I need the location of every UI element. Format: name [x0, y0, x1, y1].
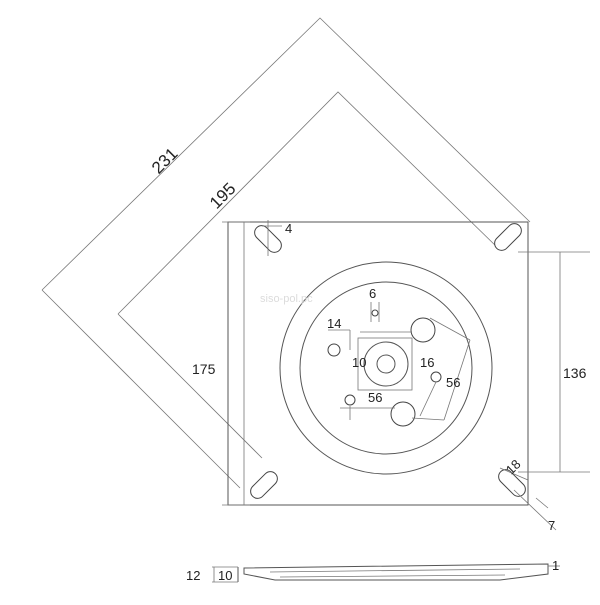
watermark: siso-pol.pc: [260, 293, 313, 305]
dim-label-56-bottom: 56: [368, 390, 382, 405]
dim-label-195: 195: [206, 179, 239, 212]
dim-label-4: 4: [285, 221, 292, 236]
dim-label-16: 16: [420, 355, 434, 370]
dim-label-7: 7: [548, 518, 555, 533]
hole-tiny-top: [371, 309, 379, 317]
slot-top-right: [494, 223, 522, 251]
slot-bottom-left: [250, 471, 278, 499]
dim-frame-195: [117, 91, 501, 315]
dim-label-12: 12: [186, 568, 200, 583]
dim-label-1: 1: [552, 558, 559, 573]
dim-56a-arm2: [443, 339, 471, 421]
profile-inner-line-2: [279, 574, 506, 578]
dim-frame-231: [41, 17, 531, 291]
dim-56a-inner: [419, 381, 437, 417]
dim-label-231: 231: [148, 144, 181, 177]
dim-frame-231-ext: [41, 289, 241, 489]
dim-label-10: 10: [352, 355, 366, 370]
dim-label-6: 6: [369, 286, 376, 301]
hub-center-hole: [376, 354, 396, 374]
dim-18-leader: [499, 467, 529, 481]
side-profile: [212, 563, 560, 583]
hole-large-top-right: [410, 317, 436, 343]
dim-label-10-profile: 10: [218, 568, 232, 583]
dim-7-leader: [513, 489, 557, 531]
slot-bottom-right: [498, 469, 526, 497]
hub-outer-circle: [363, 341, 409, 387]
dim-label-56-right: 56: [446, 375, 460, 390]
dim-56a-arm3: [411, 417, 445, 421]
profile-body: [243, 563, 549, 581]
dim-56a-arm1: [429, 317, 471, 341]
profile-inner-line: [269, 568, 521, 573]
hole-small-bottom-left: [344, 394, 356, 406]
outer-ring: [279, 261, 493, 475]
dim-label-136: 136: [563, 365, 587, 381]
dim-label-14: 14: [327, 316, 341, 331]
hub-square: [357, 337, 413, 391]
inner-ring: [299, 281, 473, 455]
hole-small-right: [430, 371, 442, 383]
hole-small-left: [327, 343, 341, 357]
dim-label-175: 175: [192, 361, 216, 377]
dim-7-tick: [535, 497, 549, 509]
square-plate: [227, 221, 529, 506]
dim-frame-195-ext: [117, 313, 263, 459]
hole-large-bottom: [390, 401, 416, 427]
